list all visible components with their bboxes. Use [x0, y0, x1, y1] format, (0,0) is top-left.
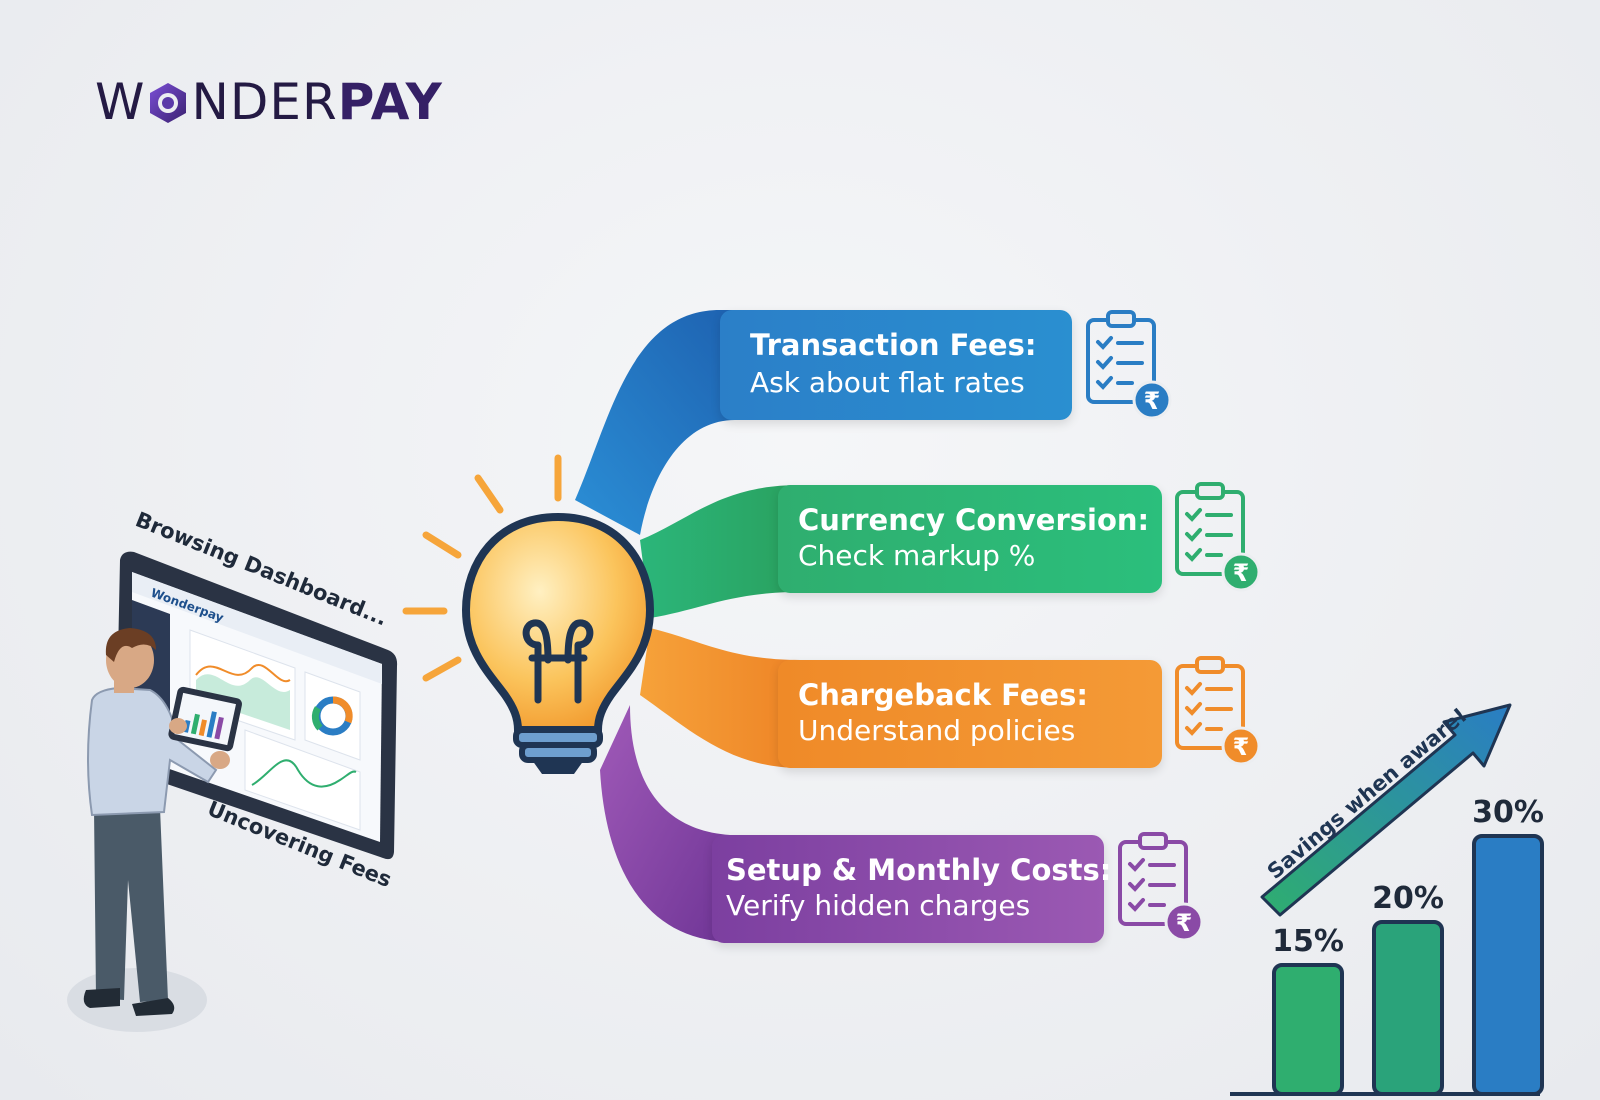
- svg-text:₹: ₹: [1233, 559, 1250, 587]
- card-detail-transaction: Ask about flat rates: [750, 366, 1025, 399]
- person-figure: [67, 628, 242, 1032]
- clipboard-rupee-icon-4: ₹: [1118, 832, 1204, 942]
- card-title-setup: Setup & Monthly Costs:: [726, 853, 1112, 887]
- logo-hexagon-icon: [150, 83, 187, 123]
- card-title-chargeback: Chargeback Fees:: [798, 678, 1088, 712]
- card-title-transaction: Transaction Fees:: [750, 328, 1037, 362]
- card-currency-conversion: Currency Conversion: Check markup %: [778, 485, 1162, 593]
- svg-text:₹: ₹: [1233, 733, 1250, 761]
- savings-chart: 15% 20% 30% Savings when aware!: [1230, 703, 1544, 1096]
- wonderpay-logo: W NDERPAY: [95, 72, 443, 132]
- svg-text:₹: ₹: [1176, 909, 1193, 937]
- card-setup-monthly: Setup & Monthly Costs: Verify hidden cha…: [712, 835, 1111, 943]
- savings-bar-3: [1472, 834, 1544, 1096]
- card-title-currency: Currency Conversion:: [798, 503, 1150, 537]
- logo-text-mid: NDER: [191, 73, 338, 131]
- ribbon-chargeback: [640, 628, 800, 768]
- savings-bar-2: [1372, 920, 1444, 1096]
- ribbon-currency: [640, 485, 800, 618]
- card-detail-setup: Verify hidden charges: [726, 889, 1031, 922]
- svg-text:₹: ₹: [1144, 387, 1161, 415]
- clipboard-rupee-icon-2: ₹: [1175, 482, 1261, 592]
- clipboard-rupee-icon-1: ₹: [1086, 310, 1172, 420]
- ribbon-transaction: [575, 310, 760, 535]
- logo-text-left: W: [95, 73, 146, 131]
- logo-text-bold: PAY: [337, 73, 443, 131]
- savings-bar-label-2: 20%: [1372, 881, 1444, 916]
- ribbon-setup: [600, 705, 730, 942]
- dashboard-monitor: Wonderpay: [116, 551, 398, 860]
- card-detail-chargeback: Understand policies: [798, 714, 1076, 747]
- bulb-rays: [402, 454, 562, 682]
- savings-bar-1: [1272, 963, 1344, 1096]
- growth-arrow: [1260, 703, 1512, 917]
- card-detail-currency: Check markup %: [798, 539, 1036, 572]
- card-chargeback-fees: Chargeback Fees: Understand policies: [778, 660, 1162, 768]
- card-transaction-fees: Transaction Fees: Ask about flat rates: [720, 310, 1072, 420]
- savings-caption: Savings when aware!: [1263, 703, 1472, 884]
- clipboard-rupee-icon-3: ₹: [1175, 656, 1261, 766]
- savings-bar-label-1: 15%: [1272, 924, 1344, 959]
- savings-bar-label-3: 30%: [1472, 795, 1544, 830]
- lightbulb-icon: [461, 512, 655, 774]
